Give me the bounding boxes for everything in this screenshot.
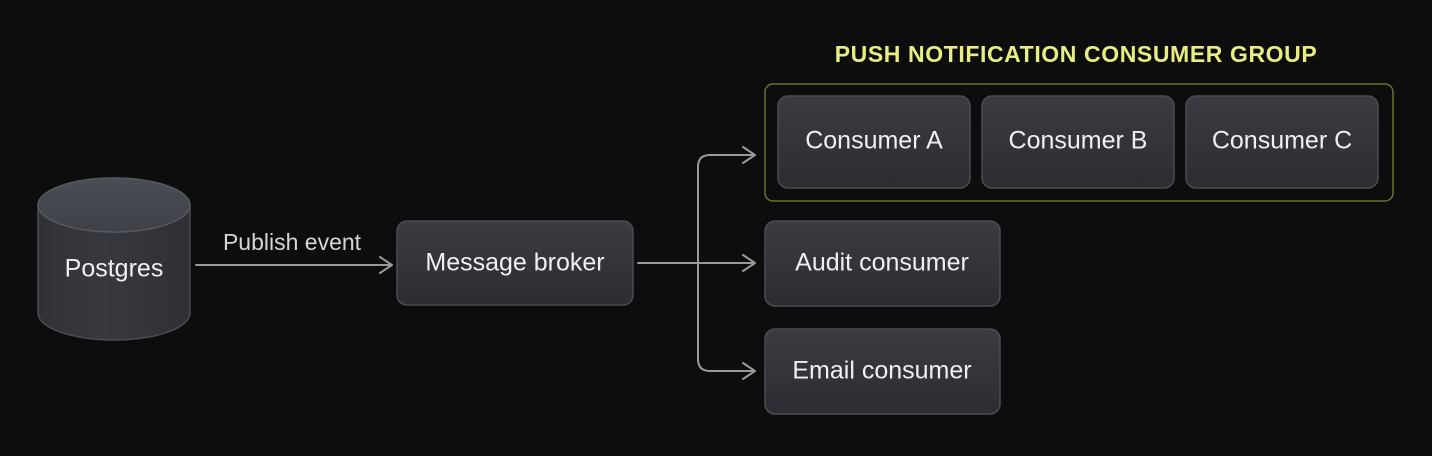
publish-event-connector: Publish event: [195, 229, 393, 274]
consumer-c-label: Consumer C: [1212, 127, 1352, 155]
cylinder-top-ellipse: [37, 177, 191, 233]
audit-consumer-node[interactable]: Audit consumer: [764, 220, 1001, 307]
consumer-b-label: Consumer B: [1009, 127, 1148, 155]
audit-consumer-box: [764, 220, 1001, 307]
consumer-c-node[interactable]: Consumer C: [1185, 95, 1379, 189]
branch-to-email-consumer: [697, 262, 753, 372]
branch-to-consumer-group: [697, 154, 753, 264]
consumer-a-box: [777, 95, 971, 189]
branch-to-consumer-group-arrowhead: [742, 146, 756, 164]
postgres-label: Postgres: [65, 255, 164, 283]
postgres-database-node[interactable]: Postgres: [37, 177, 191, 341]
consumer-a-label: Consumer A: [805, 127, 943, 155]
consumer-group-border: [764, 83, 1394, 202]
cylinder-body: [37, 204, 191, 341]
message-broker-box: [396, 220, 634, 306]
message-broker-label: Message broker: [425, 249, 604, 277]
publish-event-arrowhead: [379, 256, 393, 274]
email-consumer-node[interactable]: Email consumer: [764, 328, 1001, 415]
message-broker-node[interactable]: Message broker: [396, 220, 634, 306]
consumer-c-box: [1185, 95, 1379, 189]
consumer-b-node[interactable]: Consumer B: [981, 95, 1175, 189]
consumer-group-title: PUSH NOTIFICATION CONSUMER GROUP: [835, 41, 1318, 67]
branch-to-email-consumer-arrowhead: [742, 362, 756, 380]
email-consumer-label: Email consumer: [792, 357, 971, 385]
email-consumer-box: [764, 328, 1001, 415]
consumer-b-box: [981, 95, 1175, 189]
broker-fanout-connectors: [637, 146, 756, 380]
branch-to-audit-consumer-arrowhead: [742, 254, 756, 272]
audit-consumer-label: Audit consumer: [795, 249, 969, 277]
publish-event-label: Publish event: [223, 229, 362, 255]
push-notification-consumer-group: PUSH NOTIFICATION CONSUMER GROUP Consume…: [764, 41, 1394, 202]
consumer-a-node[interactable]: Consumer A: [777, 95, 971, 189]
